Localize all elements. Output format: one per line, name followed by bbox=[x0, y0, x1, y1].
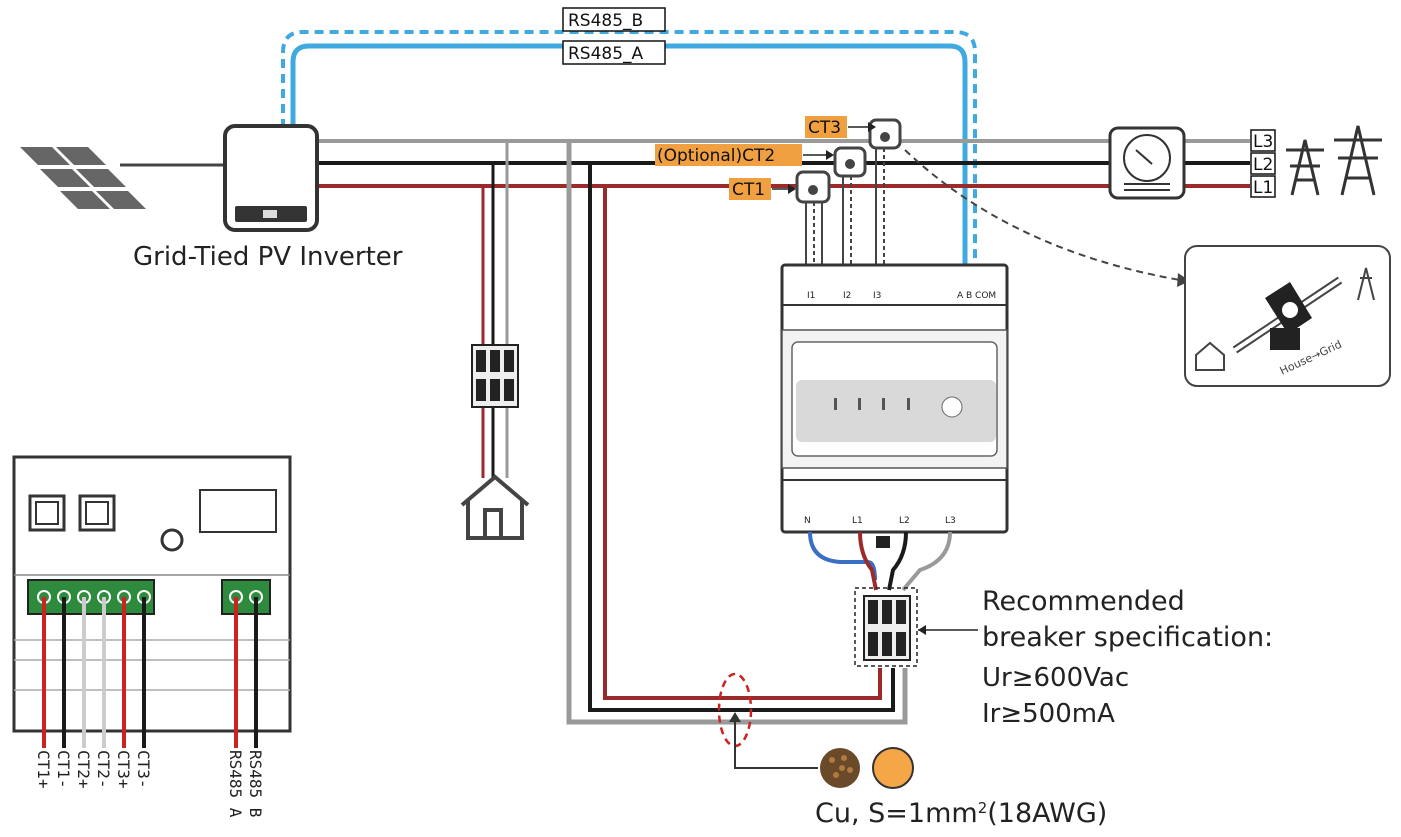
rs485-b-text: RS485_B bbox=[568, 11, 643, 31]
ct1-clamp bbox=[795, 170, 831, 270]
cable-spec-superscript: 2 bbox=[978, 799, 988, 817]
terminal-label-ct2-plus: CT2+ bbox=[74, 750, 93, 789]
ct3-label-text: CT3 bbox=[808, 118, 841, 138]
ct2-clamp bbox=[833, 146, 867, 270]
utility-meter-icon bbox=[1108, 126, 1186, 200]
meter-terminal-n: N bbox=[804, 516, 811, 526]
meter-terminal-l3: L3 bbox=[945, 516, 956, 526]
inverter-label: Grid-Tied PV Inverter bbox=[133, 242, 403, 272]
terminal-label-rs485-b: RS485 B bbox=[246, 750, 265, 817]
inverter-terminal-wires bbox=[42, 597, 258, 748]
breaker-ur-spec: Ur≥600Vac bbox=[982, 663, 1129, 693]
cable-cross-section-icon bbox=[820, 747, 914, 789]
meter-terminal-i2: I2 bbox=[843, 291, 851, 301]
inverter-terminal-panel bbox=[12, 455, 292, 733]
ct-direction-inset: House→Grid bbox=[1184, 245, 1391, 387]
rs485-a-label: RS485_A bbox=[562, 40, 666, 65]
meter-bottom-wires bbox=[808, 531, 952, 592]
ct2-label-text: (Optional)CT2 bbox=[657, 146, 775, 166]
cable-spec-suffix: (18AWG) bbox=[987, 798, 1107, 829]
grid-line-labels bbox=[1250, 129, 1276, 198]
inverter-terminal-labels: CT1+ CT1- CT2+ CT2- CT3+ CT3- RS485 A RS… bbox=[34, 750, 265, 818]
meter-terminal-i1: I1 bbox=[807, 291, 815, 301]
meter-terminal-l2: L2 bbox=[899, 516, 910, 526]
ct2-label: (Optional)CT2 bbox=[655, 144, 834, 166]
breaker-title-line2: breaker specification: bbox=[982, 622, 1273, 653]
meter-terminal-i3: I3 bbox=[873, 291, 881, 301]
line-label-l3: L3 bbox=[1253, 132, 1273, 152]
meter-terminal-abcom: A B COM bbox=[957, 291, 996, 301]
smart-meter bbox=[780, 263, 1009, 534]
rs485-a-text: RS485_A bbox=[568, 44, 644, 64]
ct1-label: CT1 bbox=[729, 178, 796, 200]
cable-spec-prefix: Cu, S=1mm bbox=[815, 798, 978, 829]
solar-panel-icon bbox=[20, 147, 228, 209]
terminal-label-ct3-minus: CT3- bbox=[134, 750, 153, 789]
meter-feed-cable bbox=[566, 141, 908, 769]
ct3-clamp bbox=[868, 118, 902, 270]
breaker-title-line1: Recommended bbox=[982, 586, 1185, 617]
terminal-label-ct1-plus: CT1+ bbox=[34, 750, 53, 789]
breaker-ir-spec: Ir≥500mA bbox=[982, 699, 1115, 729]
direction-callout-arrow bbox=[904, 149, 1190, 287]
terminal-label-ct3-plus: CT3+ bbox=[114, 750, 133, 789]
line-label-l2: L2 bbox=[1253, 155, 1273, 175]
power-tower-icon bbox=[1286, 125, 1382, 196]
rs485-cable bbox=[281, 30, 977, 270]
line-label-l1: L1 bbox=[1253, 178, 1273, 198]
house-breaker-icon bbox=[471, 344, 519, 408]
meter-breaker-icon bbox=[854, 587, 978, 667]
cable-spec-label: Cu, S=1mm2(18AWG) bbox=[815, 798, 1107, 829]
pv-inverter bbox=[223, 124, 319, 232]
ct3-label: CT3 bbox=[805, 116, 876, 138]
terminal-label-ct2-minus: CT2- bbox=[94, 750, 113, 789]
terminal-label-rs485-a: RS485 A bbox=[226, 750, 245, 818]
house-icon bbox=[460, 474, 530, 540]
house-branch bbox=[481, 141, 509, 478]
terminal-label-ct1-minus: CT1- bbox=[54, 750, 73, 789]
meter-terminal-l1: L1 bbox=[852, 516, 863, 526]
ct1-label-text: CT1 bbox=[732, 180, 765, 200]
rs485-b-label: RS485_B bbox=[562, 7, 666, 32]
